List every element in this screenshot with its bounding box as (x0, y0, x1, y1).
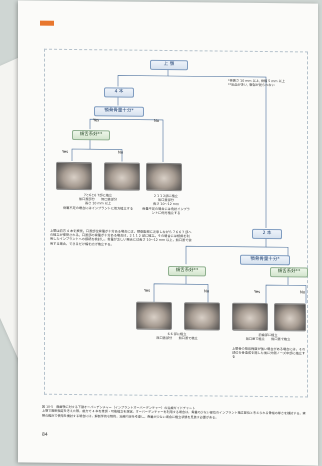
figure-caption: 図 10-5 無歯顎に対する下顎オーバーデンチャー（インプラントオーバーデンチャ… (42, 404, 306, 420)
node-vitality-2: 頬舌系好** (168, 266, 206, 277)
text-76-placement: 7と6と6 7部に植立 無口蓋部分 無口蓋部分 長さ 10 mm 以上 骨量不足… (62, 193, 134, 211)
label-no-2: No (118, 149, 124, 155)
middle-description: 上顎は前方 4 本を推奨。口蓋部位骨量が十分ある場合には，頬側歯根に注意しながら… (50, 228, 192, 247)
top-note: *骨高さ 10 mm 以上, 骨幅 5 mm 以上 **出血が多い, 衰弱が見ら… (228, 78, 285, 88)
label-no-3: No (204, 288, 210, 294)
page-number: 84 (42, 432, 48, 438)
label-yes-2: Yes (62, 148, 69, 154)
text-side-note: 上顎骨の吸収程度が強い場合がある場合には，その部位を骨造成を施した後に外側ノーズ… (232, 346, 306, 360)
xray-photo-6 (232, 302, 268, 332)
node-bone-quantity-2: 顎骨骨量十分* (240, 254, 290, 266)
xray-photo-3 (146, 162, 182, 192)
xray-photo-7 (274, 303, 306, 332)
node-vitality-1: 頬舌系好** (72, 129, 110, 141)
label-yes-1: Yes (93, 117, 100, 123)
node-two-implants: 2 本 (252, 228, 282, 240)
document-page: 上 顎 *骨高さ 10 mm 以上, 骨幅 5 mm 以上 **出血が多い, 衰… (18, 0, 318, 466)
text-bottom-left: 6 6 部に植立 無口蓋部分 無口蓋で植立 (156, 331, 198, 341)
label-no-1: No (154, 117, 160, 123)
xray-photo-2 (104, 162, 140, 191)
xray-photo-4 (136, 301, 172, 331)
node-vitality-3: 頬舌系好** (270, 267, 308, 278)
node-bone-quantity: 顎骨骨量十分* (94, 106, 144, 117)
label-no-4: No (300, 289, 306, 295)
text-21-placement: 2 1 1 2部に植立 無口蓋部分 長さ 10～12 mm 骨量不足の場合には角… (142, 193, 190, 215)
xray-photo-1 (56, 161, 92, 191)
label-yes-4: Yes (254, 288, 261, 294)
xray-photo-5 (184, 302, 220, 331)
node-four-implants: 4 本 (104, 87, 134, 98)
text-bottom-right: 前歯部に植立 無口蓋で植立 無口蓋で植立 (245, 332, 291, 342)
node-upper-jaw: 上 顎 (150, 59, 188, 71)
flowchart-connectors (71, 67, 307, 304)
label-yes-3: Yes (144, 287, 151, 293)
